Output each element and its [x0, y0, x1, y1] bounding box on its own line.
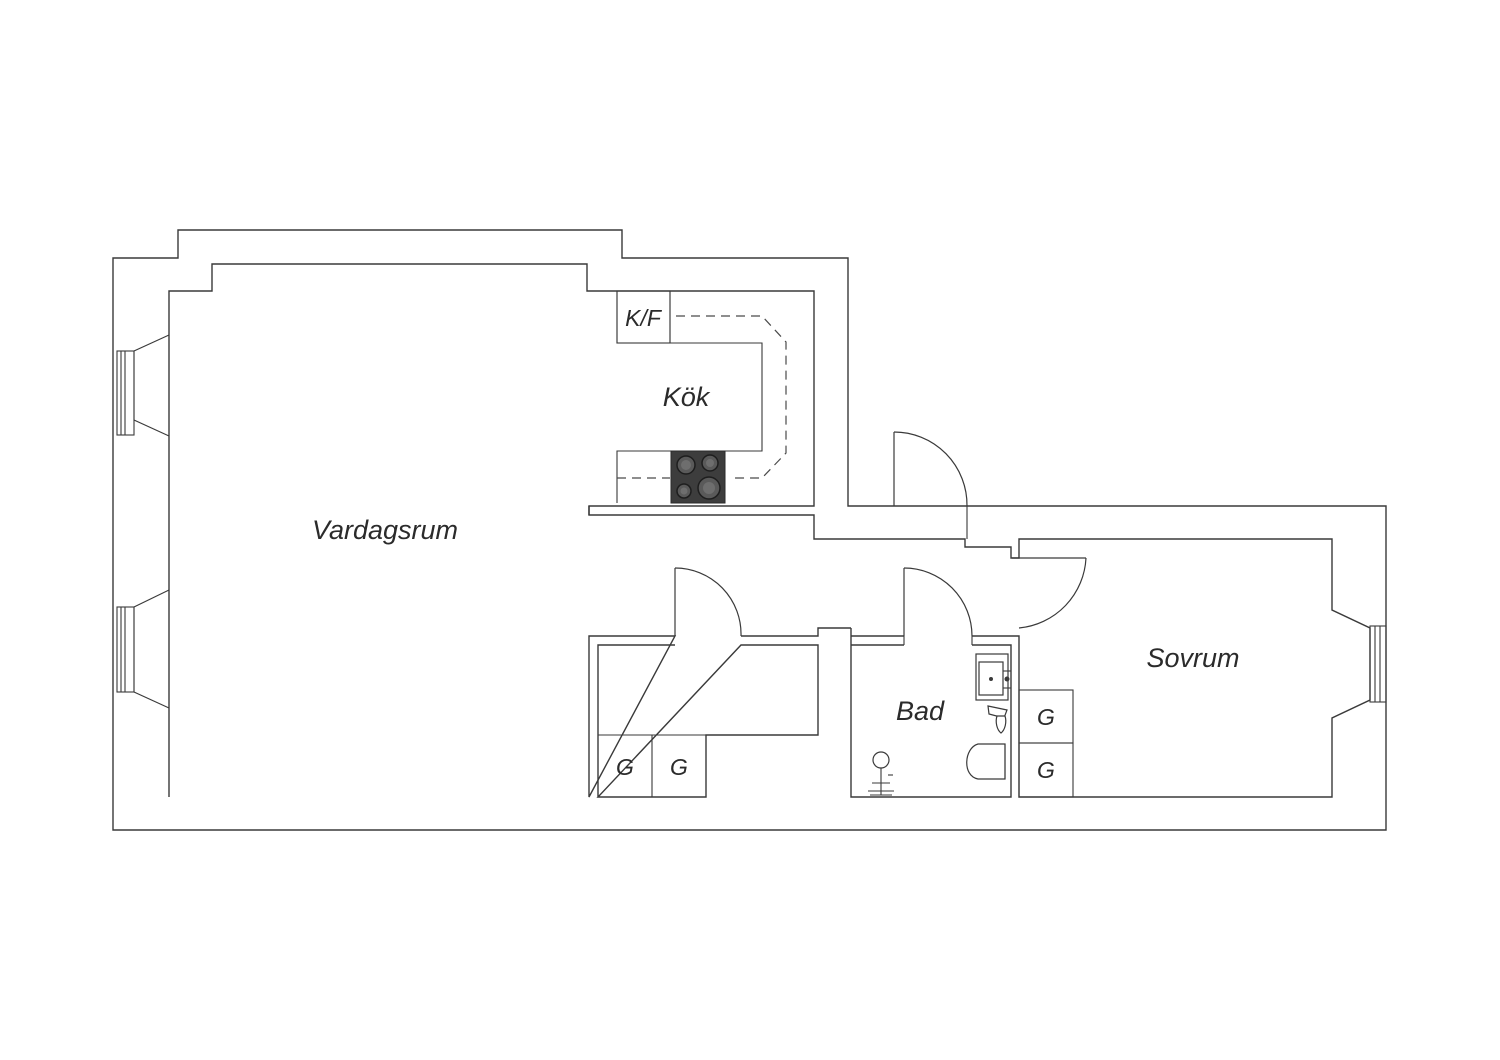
bedroom-closets	[1018, 689, 1074, 798]
washbasin-small-icon	[987, 705, 1008, 734]
door-entrance	[893, 431, 968, 539]
room-label-kitchen: Kök	[663, 382, 711, 412]
toilet-icon	[966, 743, 1006, 780]
living-room-walls	[168, 263, 1371, 798]
fridge-freezer	[616, 290, 671, 344]
room-label-bath: Bad	[896, 696, 945, 726]
door-storage	[674, 567, 742, 637]
shower-icon	[868, 751, 894, 796]
outer-wall	[112, 229, 1387, 831]
door-bedroom	[1012, 557, 1087, 629]
door-bathroom	[903, 567, 973, 645]
closet-label: G	[670, 754, 688, 780]
room-label-living: Vardagsrum	[312, 515, 458, 545]
stove-icon	[670, 450, 726, 504]
closet-label: G	[1037, 757, 1055, 783]
window-right	[1369, 625, 1387, 703]
closet-label: G	[616, 754, 634, 780]
room-label-bedroom: Sovrum	[1146, 643, 1239, 673]
storage-room	[596, 644, 819, 798]
window-left-bottom	[116, 589, 170, 709]
sink-icon	[975, 653, 1011, 701]
fridge-freezer-label: K/F	[625, 305, 663, 331]
window-left-top	[116, 334, 170, 437]
closet-label: G	[1037, 704, 1055, 730]
